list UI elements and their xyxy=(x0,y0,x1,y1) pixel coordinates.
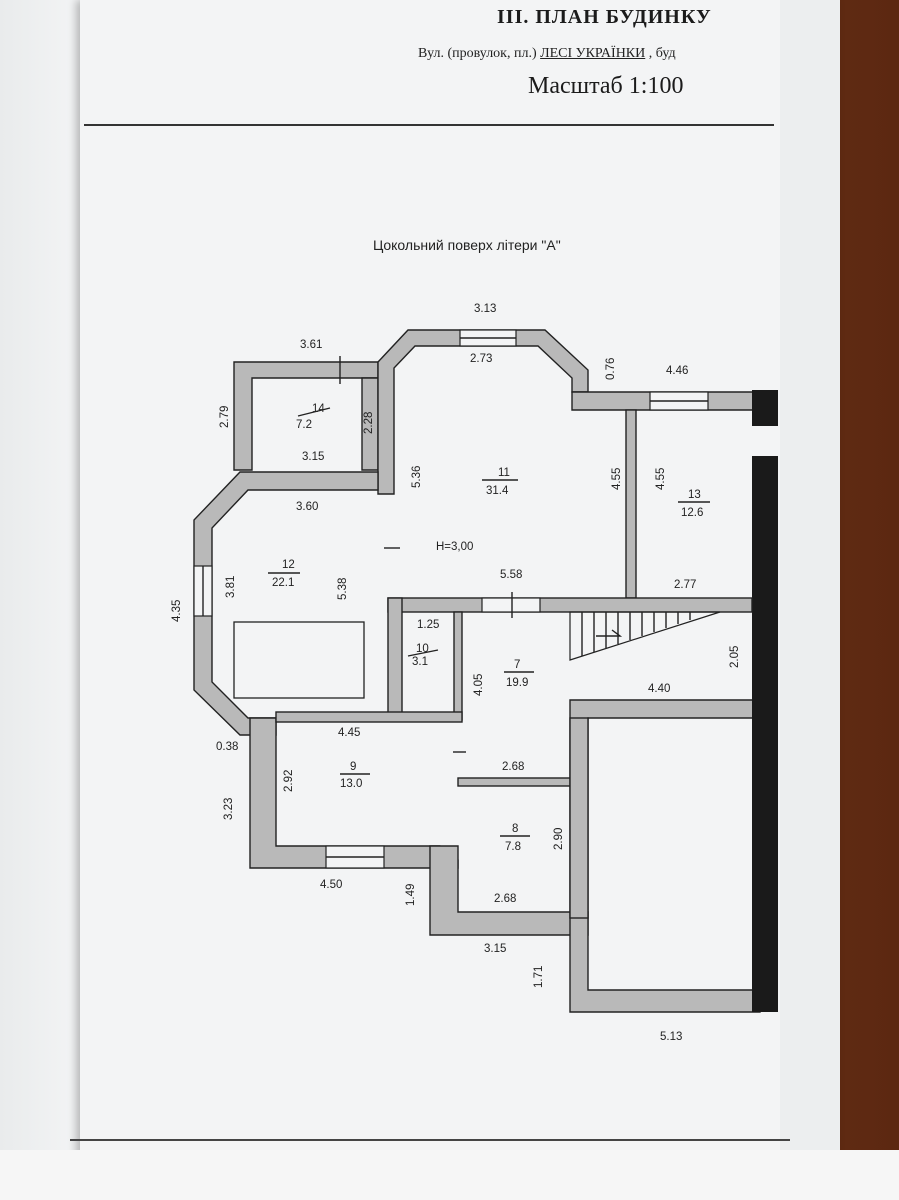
partition-7-8 xyxy=(457,777,571,787)
room-11-number: 11 xyxy=(498,467,510,479)
outer-walls xyxy=(193,329,761,1013)
dim-label: 2.90 xyxy=(553,828,565,850)
dim-label: 3.60 xyxy=(296,501,318,513)
partition-10 xyxy=(387,597,403,721)
room-8-number: 8 xyxy=(512,823,518,835)
room-10-area: 3.1 xyxy=(412,656,428,668)
dim-label: 5.38 xyxy=(337,578,349,600)
staircase xyxy=(569,611,721,661)
dim-label: 3.13 xyxy=(474,303,496,315)
room-8-area: 7.8 xyxy=(505,841,521,853)
dim-label: 4.55 xyxy=(655,468,667,490)
room-labels: 14 7.2 11 31.4 13 12.6 12 22.1 10 3.1 7 … xyxy=(268,403,710,853)
room-9-number: 9 xyxy=(350,761,356,773)
room-14-area: 7.2 xyxy=(296,419,312,431)
wall-room-11-bay xyxy=(377,329,589,495)
wall-garage xyxy=(569,699,761,1013)
door-marks xyxy=(339,356,513,753)
room-9-area: 13.0 xyxy=(340,778,362,790)
footer-divider xyxy=(70,1139,790,1141)
partition-11-13 xyxy=(625,409,637,599)
partition-corridor xyxy=(387,597,753,613)
stair-outline xyxy=(569,611,721,661)
dimension-labels: 3.13 3.61 2.73 0.76 4.46 2.79 2.28 3.15 … xyxy=(171,303,741,1043)
address-suffix: , буд xyxy=(648,46,676,61)
dim-label: 3.23 xyxy=(223,798,235,820)
dim-label: 5.36 xyxy=(411,466,423,488)
dim-label: 2.28 xyxy=(363,412,375,434)
room-7-number: 7 xyxy=(514,659,520,671)
scale-label: Масштаб 1:100 xyxy=(528,73,684,99)
stair-arrow-icon xyxy=(596,629,623,637)
dark-exterior-wall xyxy=(752,390,778,1012)
partition-8-right xyxy=(569,717,589,919)
dim-label: 3.15 xyxy=(484,943,506,955)
dim-label: 2.79 xyxy=(219,406,231,428)
dim-label: 0.76 xyxy=(605,358,617,380)
dim-label: 2.77 xyxy=(674,579,696,591)
dim-label: 2.92 xyxy=(283,770,295,792)
dim-label: 4.50 xyxy=(320,879,342,891)
document-title: III. ПЛАН БУДИНКУ xyxy=(497,6,712,28)
room-13-number: 13 xyxy=(688,489,701,501)
dim-label: 5.13 xyxy=(660,1031,682,1043)
dim-label: 4.35 xyxy=(171,600,183,622)
dim-label: 5.58 xyxy=(500,569,522,581)
address-line: Вул. (провулок, пл.) ЛЕСІ УКРАЇНКИ , буд xyxy=(418,46,676,62)
partition-10-right xyxy=(453,611,463,721)
street-name: ЛЕСІ УКРАЇНКИ xyxy=(540,46,646,61)
inner-partitions xyxy=(275,409,753,919)
room-12-number: 12 xyxy=(282,559,295,571)
room-13-area: 12.6 xyxy=(681,507,703,519)
room-11-area: 31.4 xyxy=(486,485,509,497)
wall-room-12-bay xyxy=(193,471,379,736)
header-divider xyxy=(84,124,774,126)
bottom-page-strip xyxy=(0,1150,899,1200)
page-right-edge xyxy=(780,0,840,1200)
dark-wall-right xyxy=(752,390,778,1012)
dim-label: 2.05 xyxy=(729,646,741,668)
dim-label: 0.38 xyxy=(216,741,238,753)
dim-label: 3.81 xyxy=(225,576,237,598)
dim-label: 4.45 xyxy=(338,727,360,739)
room-12-area: 22.1 xyxy=(272,577,294,589)
dim-label: 3.61 xyxy=(300,339,322,351)
dim-label: 1.71 xyxy=(533,966,545,988)
address-prefix: Вул. (провулок, пл.) xyxy=(418,46,537,61)
dim-label: 2.68 xyxy=(502,761,524,773)
plan-title: Цокольний поверх літери "А" xyxy=(373,237,561,253)
dim-label: 1.25 xyxy=(417,619,439,631)
dim-label: 4.05 xyxy=(473,674,485,696)
pool-outline xyxy=(233,621,365,699)
dim-label: 4.46 xyxy=(666,365,688,377)
windows xyxy=(193,329,709,869)
door-gap-right xyxy=(752,426,778,456)
wall-room-8 xyxy=(429,845,589,936)
dim-label: 2.73 xyxy=(470,353,492,365)
partition-9-top xyxy=(275,711,463,723)
dim-label: 4.40 xyxy=(648,683,670,695)
left-page-edge xyxy=(0,0,88,1200)
room-7-area: 19.9 xyxy=(506,677,528,689)
dim-label: 2.68 xyxy=(494,893,516,905)
window-corridor xyxy=(481,597,541,613)
ceiling-height: Н=3,00 xyxy=(436,541,473,553)
dim-label: 1.49 xyxy=(405,884,417,906)
dim-label: 3.15 xyxy=(302,451,324,463)
dim-label: 4.55 xyxy=(611,468,623,490)
